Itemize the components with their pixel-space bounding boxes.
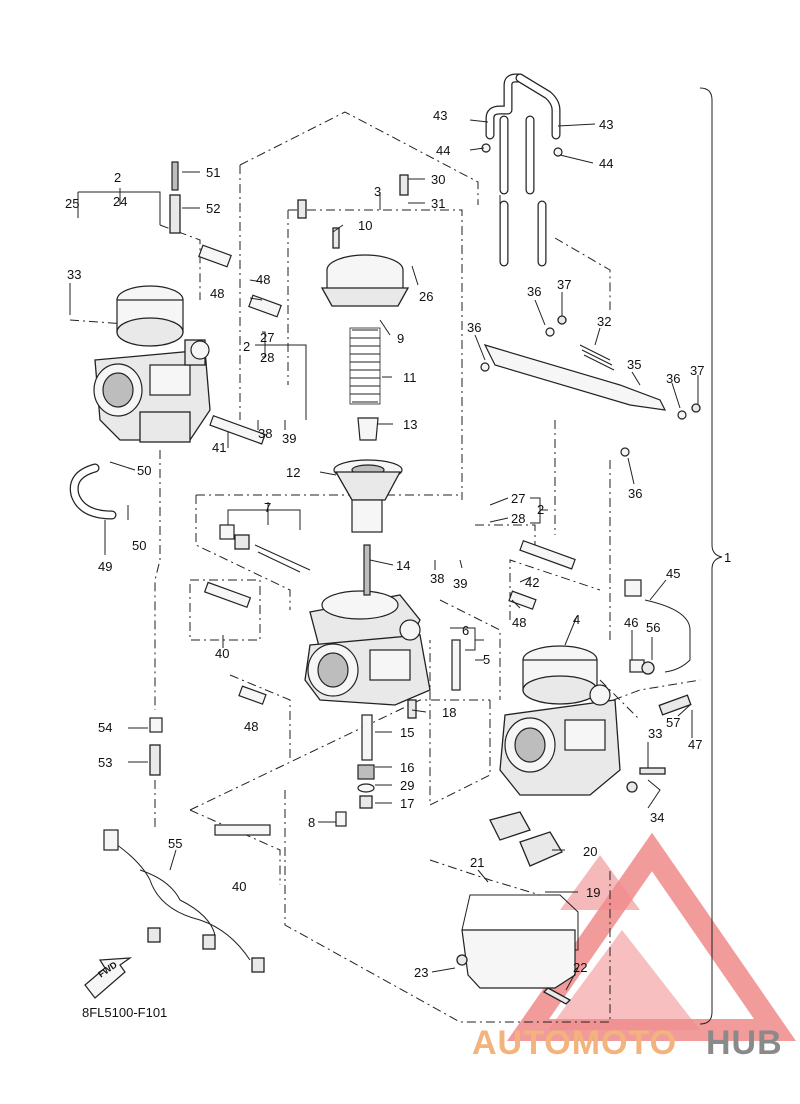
callout-49: 49 bbox=[98, 559, 112, 574]
callout-45: 45 bbox=[666, 566, 680, 581]
callout-3: 3 bbox=[374, 184, 381, 199]
callout-2: 2 bbox=[537, 502, 544, 517]
callout-37: 37 bbox=[557, 277, 571, 292]
callout-2: 2 bbox=[114, 170, 121, 185]
callout-28: 28 bbox=[260, 350, 274, 365]
callout-39: 39 bbox=[453, 576, 467, 591]
callout-21: 21 bbox=[470, 855, 484, 870]
callout-27: 27 bbox=[260, 330, 274, 345]
watermark-text: AUTOMOTO HUB bbox=[472, 1024, 783, 1062]
callout-44: 44 bbox=[599, 156, 613, 171]
callout-11: 11 bbox=[403, 370, 417, 385]
callout-48: 48 bbox=[256, 272, 270, 287]
callout-23: 23 bbox=[414, 965, 428, 980]
watermark-logo bbox=[506, 832, 796, 1041]
callout-24: 24 bbox=[113, 194, 127, 209]
hose-and-harness bbox=[69, 463, 691, 973]
callout-35: 35 bbox=[627, 357, 641, 372]
callout-42: 42 bbox=[525, 575, 539, 590]
callout-33: 33 bbox=[648, 726, 662, 741]
assembly-bracket bbox=[699, 87, 723, 1025]
callout-31: 31 bbox=[431, 196, 445, 211]
callout-34: 34 bbox=[650, 810, 664, 825]
callout-33: 33 bbox=[67, 267, 81, 282]
vent-hoses bbox=[481, 73, 563, 267]
callout-5: 5 bbox=[483, 652, 490, 667]
callout-8: 8 bbox=[308, 815, 315, 830]
callout-27: 27 bbox=[511, 491, 525, 506]
watermark-text-hub: HUB bbox=[706, 1024, 783, 1062]
callout-48: 48 bbox=[512, 615, 526, 630]
callout-32: 32 bbox=[597, 314, 611, 329]
callout-15: 15 bbox=[400, 725, 414, 740]
callout-41: 41 bbox=[212, 440, 226, 455]
callout-52: 52 bbox=[206, 201, 220, 216]
callout-36: 36 bbox=[628, 486, 642, 501]
callout-16: 16 bbox=[400, 760, 414, 775]
callout-40: 40 bbox=[215, 646, 229, 661]
callout-13: 13 bbox=[403, 417, 417, 432]
forward-arrow-icon: FWD bbox=[84, 957, 133, 999]
callout-1: 1 bbox=[724, 550, 731, 565]
callout-56: 56 bbox=[646, 620, 660, 635]
callout-51: 51 bbox=[206, 165, 220, 180]
vacuum-chamber-parts bbox=[320, 254, 410, 533]
callout-7: 7 bbox=[264, 500, 271, 515]
callout-43: 43 bbox=[599, 117, 613, 132]
callout-39: 39 bbox=[282, 431, 296, 446]
callout-22: 22 bbox=[573, 960, 587, 975]
diagram-code: 8FL5100-F101 bbox=[82, 1005, 167, 1020]
callout-50: 50 bbox=[137, 463, 151, 478]
callout-29: 29 bbox=[400, 778, 414, 793]
center-carburetor bbox=[304, 590, 431, 706]
callout-6: 6 bbox=[462, 623, 469, 638]
callout-50: 50 bbox=[132, 538, 146, 553]
callout-54: 54 bbox=[98, 720, 112, 735]
callout-9: 9 bbox=[397, 331, 404, 346]
callout-20: 20 bbox=[583, 844, 597, 859]
callout-14: 14 bbox=[396, 558, 410, 573]
callout-25: 25 bbox=[65, 196, 79, 211]
callout-28: 28 bbox=[511, 511, 525, 526]
callout-18: 18 bbox=[442, 705, 456, 720]
callout-2: 2 bbox=[243, 339, 250, 354]
callout-48: 48 bbox=[244, 719, 258, 734]
callout-44: 44 bbox=[436, 143, 450, 158]
leader-lines bbox=[69, 119, 699, 991]
callout-37: 37 bbox=[690, 363, 704, 378]
callout-19: 19 bbox=[586, 885, 600, 900]
callout-40: 40 bbox=[232, 879, 246, 894]
callout-10: 10 bbox=[358, 218, 372, 233]
callout-38: 38 bbox=[430, 571, 444, 586]
callout-4: 4 bbox=[573, 612, 580, 627]
callout-12: 12 bbox=[286, 465, 300, 480]
callout-46: 46 bbox=[624, 615, 638, 630]
throttle-linkage bbox=[480, 315, 701, 457]
float-bowl-parts bbox=[456, 811, 579, 1005]
callout-48: 48 bbox=[210, 286, 224, 301]
callout-55: 55 bbox=[168, 836, 182, 851]
callout-30: 30 bbox=[431, 172, 445, 187]
callout-38: 38 bbox=[258, 426, 272, 441]
callout-57: 57 bbox=[666, 715, 680, 730]
callout-36: 36 bbox=[467, 320, 481, 335]
watermark-text-auto: AUTOMOTO bbox=[472, 1024, 677, 1062]
right-carburetor bbox=[499, 645, 621, 796]
callout-26: 26 bbox=[419, 289, 433, 304]
callout-36: 36 bbox=[666, 371, 680, 386]
callout-36: 36 bbox=[527, 284, 541, 299]
callout-labels: 1 2 2 2 3 4 5 6 7 8 9 10 11 12 13 14 15 … bbox=[65, 108, 731, 980]
callout-17: 17 bbox=[400, 796, 414, 811]
callout-47: 47 bbox=[688, 737, 702, 752]
left-carburetor bbox=[93, 285, 211, 443]
small-parts bbox=[149, 161, 692, 836]
callout-43: 43 bbox=[433, 108, 447, 123]
callout-53: 53 bbox=[98, 755, 112, 770]
